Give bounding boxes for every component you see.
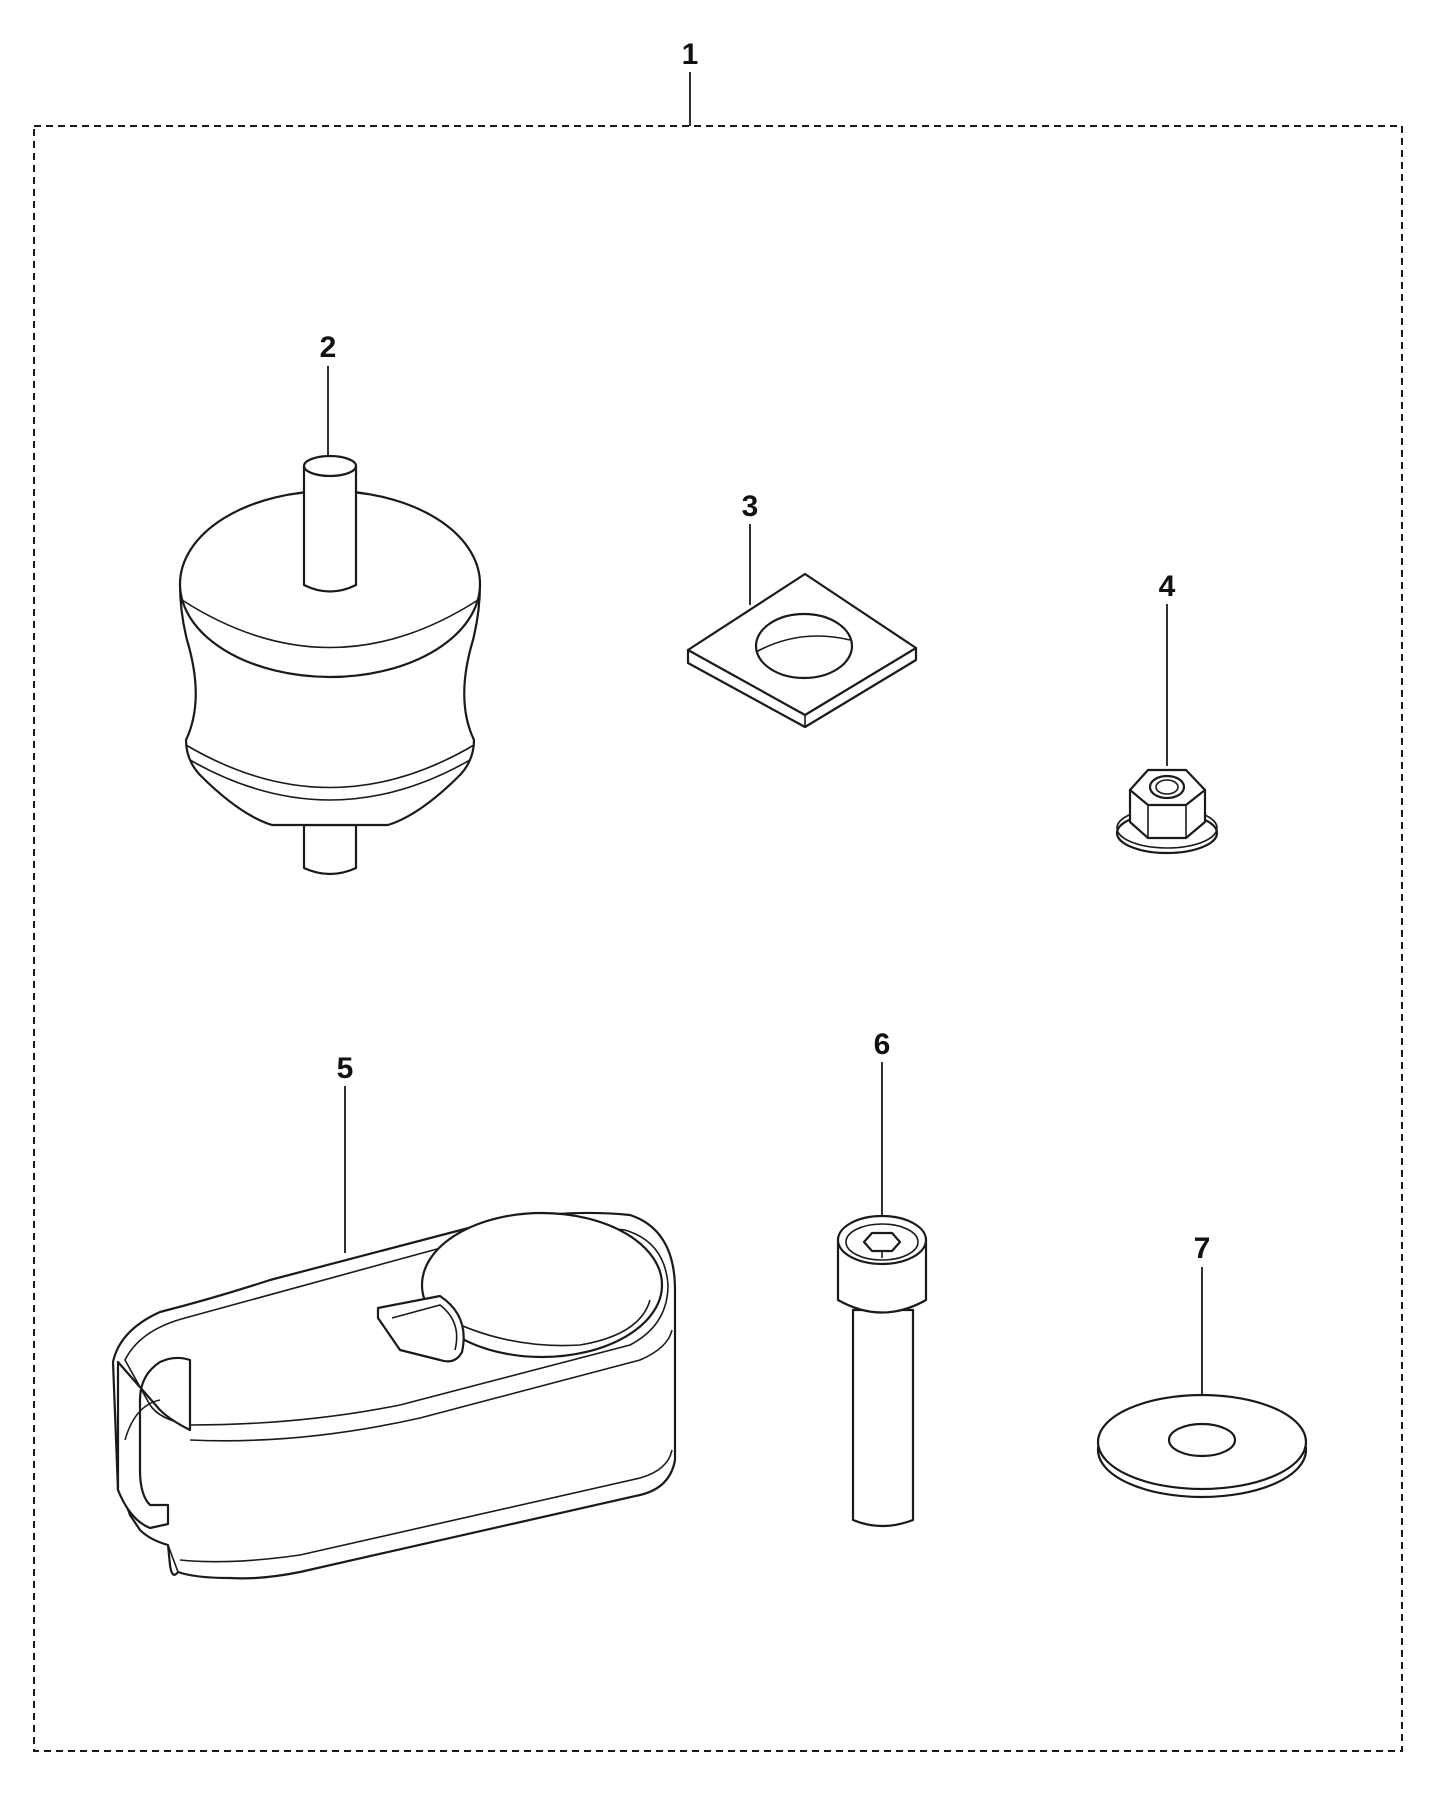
callout-4: 4 xyxy=(1159,570,1176,603)
callout-7: 7 xyxy=(1194,1232,1211,1265)
callout-5: 5 xyxy=(337,1052,354,1085)
kit-boundary xyxy=(33,72,1403,1752)
callout-1: 1 xyxy=(682,38,699,71)
part-7-flat-washer xyxy=(1096,1393,1308,1499)
part-4-flange-nut xyxy=(1115,768,1219,855)
callout-6: 6 xyxy=(874,1028,891,1061)
callout-3: 3 xyxy=(742,490,759,523)
part-3-square-washer xyxy=(686,572,918,729)
callout-2: 2 xyxy=(320,331,337,364)
part-5-clamp-cover xyxy=(111,1211,677,1580)
part-2-vibration-damper xyxy=(178,454,482,876)
part-6-cap-screw xyxy=(836,1214,928,1528)
